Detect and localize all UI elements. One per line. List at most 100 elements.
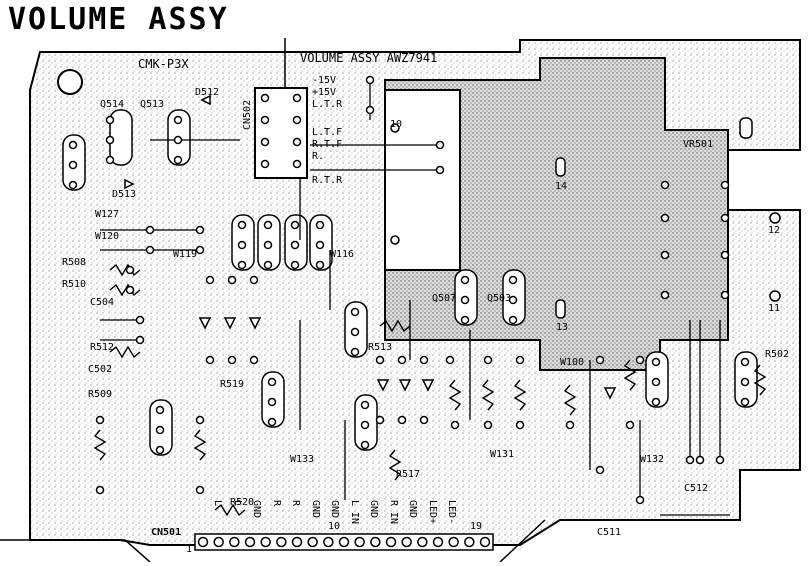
solder-pad (205, 355, 215, 365)
solder-pad (95, 485, 105, 495)
solder-pad (483, 355, 493, 365)
ref-r512: R512 (90, 342, 115, 353)
cn501-pin (197, 536, 209, 548)
supply-label-ltf: L.T.F (312, 127, 343, 138)
ref-r517: R517 (396, 469, 421, 480)
cn501-pin-1: 1 (186, 544, 193, 555)
cn501-pin-label: GND (309, 500, 321, 519)
solder-pad (419, 415, 429, 425)
solder-pad (263, 220, 273, 230)
solder-pad (267, 417, 277, 427)
solder-pad (267, 377, 277, 387)
cn501-pin-label: GND (407, 500, 418, 519)
pot-pin-10: 10 (390, 119, 403, 130)
solder-pad (105, 115, 115, 125)
ref-r520: R520 (230, 497, 255, 508)
solder-pad (695, 455, 705, 465)
volume-assy-title: VOLUME ASSY (8, 2, 229, 37)
solder-pad (125, 265, 135, 275)
cn501-pin (229, 536, 240, 548)
cn501-pin-label: R (270, 500, 282, 507)
solder-pad (508, 295, 518, 305)
solder-pad (195, 415, 205, 425)
ref-q513: Q513 (140, 99, 165, 110)
cn501-pin (432, 536, 444, 548)
solder-pad (508, 315, 518, 325)
solder-pad (651, 377, 661, 387)
ref-c511: C511 (597, 527, 622, 538)
solder-pad (685, 455, 695, 465)
solder-pad (720, 213, 730, 223)
solder-pad (419, 355, 429, 365)
solder-pad (375, 415, 385, 425)
cn501-pin (276, 536, 287, 548)
solder-pad (635, 495, 645, 505)
solder-pad (435, 165, 445, 175)
solder-pad (237, 260, 247, 270)
solder-pad (350, 307, 360, 317)
cn501-pin-label: L (212, 500, 223, 507)
solder-pad (237, 220, 247, 230)
cn501-pin (291, 536, 303, 548)
solder-pad (263, 260, 273, 270)
supply-label-r: R. (312, 151, 325, 162)
supply-label-ltr: L.T.R (312, 99, 343, 110)
ref-w131: W131 (490, 449, 515, 460)
solder-pad (375, 355, 385, 365)
solder-pad (435, 140, 445, 150)
solder-pad (135, 335, 145, 345)
cn501-pin-19: 19 (470, 521, 483, 532)
ref-c504: C504 (90, 297, 115, 308)
vr501-label: VR501 (683, 139, 714, 150)
solder-pad (483, 420, 493, 430)
cn501-pin (479, 536, 491, 548)
solder-pad (145, 245, 155, 255)
solder-pad (267, 397, 277, 407)
solder-pad (350, 347, 360, 357)
ref-w119: W119 (173, 249, 198, 260)
ref-w120: W120 (95, 231, 120, 242)
cn501-pin-label: LED- (446, 500, 457, 525)
pot-pin-14: 14 (555, 181, 568, 192)
solder-pad (350, 327, 360, 337)
ref-r509: R509 (88, 389, 113, 400)
cn501-pin (307, 536, 318, 548)
solder-pad (460, 275, 470, 285)
solder-pad (360, 420, 370, 430)
solder-pad (155, 425, 165, 435)
cn501-pin (338, 536, 350, 548)
solder-pad (720, 290, 730, 300)
solder-pad (195, 485, 205, 495)
solder-pad (660, 213, 670, 223)
pot-pin-12: 12 (768, 225, 781, 236)
ref-c512: C512 (684, 483, 709, 494)
solder-pad (720, 180, 730, 190)
solder-pad (651, 397, 661, 407)
ref-q507: Q507 (432, 293, 457, 304)
cn501-pin (244, 536, 256, 548)
solder-pad (155, 445, 165, 455)
solder-pad (315, 260, 325, 270)
solder-pad (205, 275, 215, 285)
solder-pad (595, 465, 605, 475)
solder-pad (68, 180, 78, 190)
solder-pad (105, 155, 115, 165)
ref-r508: R508 (62, 257, 87, 268)
cn501-pin (370, 536, 381, 548)
solder-pad (155, 405, 165, 415)
ref-d512: D512 (195, 87, 220, 98)
cn501-pin-label: R (290, 500, 301, 507)
solder-pad (68, 160, 78, 170)
solder-pad (290, 260, 300, 270)
solder-pad (397, 415, 407, 425)
solder-pad (365, 105, 375, 115)
solder-pad (508, 275, 518, 285)
cn501-pin (354, 536, 365, 548)
solder-pad (315, 220, 325, 230)
cn501-pin (448, 536, 459, 548)
cn501-pin-10: 10 (328, 521, 341, 532)
supply-label-m15v: -15V (312, 75, 337, 86)
solder-pad (660, 180, 670, 190)
ref-w116: W116 (330, 249, 355, 260)
